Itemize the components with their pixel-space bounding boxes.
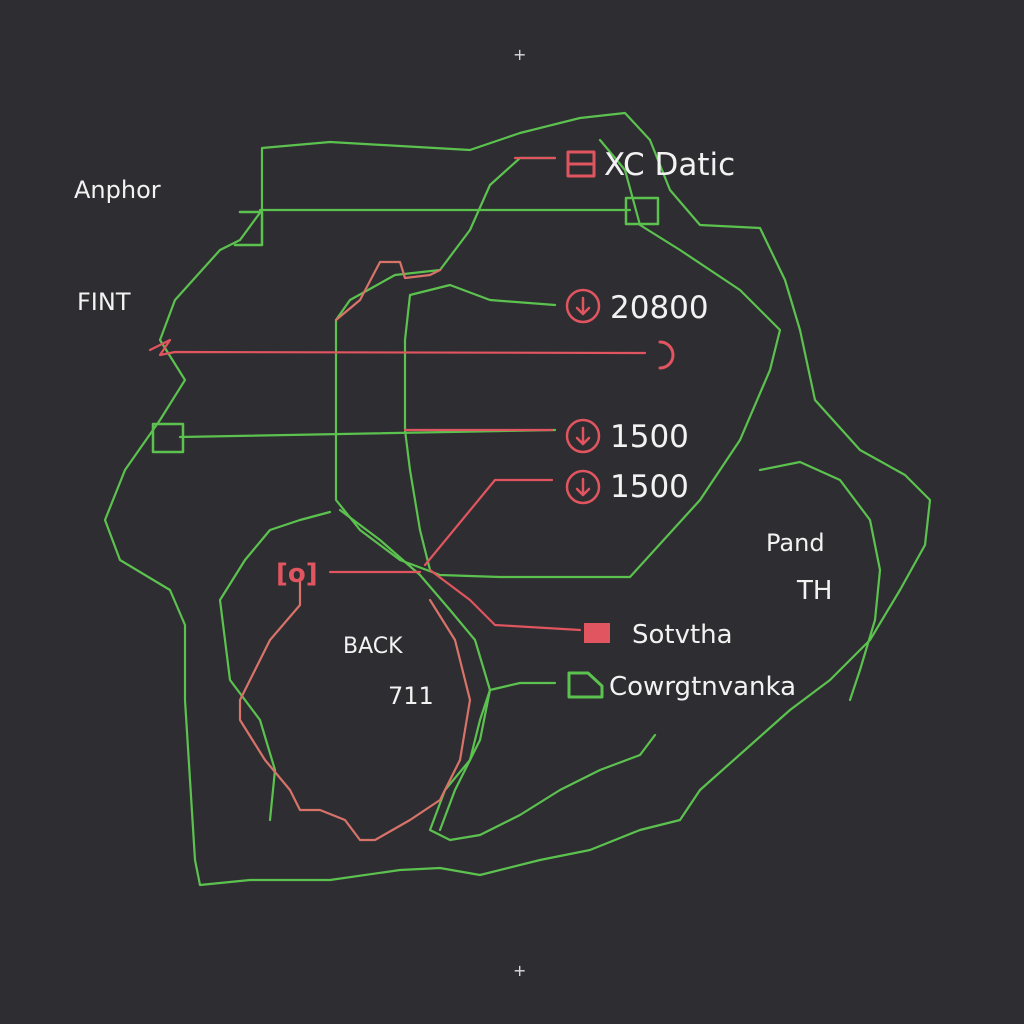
green-connector: [338, 508, 492, 832]
th-label: TH: [797, 576, 833, 606]
red-leader: [428, 568, 582, 632]
salmon-route: [334, 260, 442, 322]
green-hook-marker: [233, 210, 264, 247]
green-leader: [178, 428, 557, 439]
inner-boundary-green: [334, 138, 782, 579]
value-711: 711: [388, 682, 434, 710]
value-20800: 20800: [610, 290, 709, 326]
cowrgtnvanka-label: Cowrgtnvanka: [609, 672, 797, 702]
sotvtha-label: Sotvtha: [632, 620, 733, 650]
crosshair-top-marker: +: [513, 45, 527, 64]
pand-label: Pand: [766, 529, 825, 557]
red-square-icon: [566, 150, 596, 178]
salmon-route: [238, 578, 472, 842]
green-connector: [758, 460, 882, 702]
value-1500-b: 1500: [610, 469, 689, 505]
red-leader: [423, 478, 554, 567]
down-arrow-circle-icon: [565, 418, 601, 454]
down-arrow-circle-icon: [565, 288, 601, 324]
down-arrow-circle-icon: [565, 469, 601, 505]
green-flag-icon: [567, 671, 604, 699]
green-connector: [403, 283, 557, 572]
anchor-label: Anphor: [74, 176, 161, 204]
red-flag-icon: [584, 623, 610, 643]
red-leader: [148, 338, 647, 357]
green-connector: [218, 510, 332, 822]
fint-label: FINT: [77, 288, 131, 316]
value-1500-a: 1500: [610, 419, 689, 455]
xc-datic-label: XC Datic: [604, 147, 736, 183]
red-half-circle-marker: [658, 340, 675, 370]
back-label: BACK: [343, 634, 403, 659]
red-connector-icon: [o]: [276, 559, 318, 589]
green-square-marker: [624, 196, 660, 226]
green-connector: [428, 681, 657, 842]
crosshair-bottom-marker: +: [513, 961, 527, 980]
green-square-marker: [151, 422, 185, 454]
outer-boundary-green: [103, 111, 932, 887]
